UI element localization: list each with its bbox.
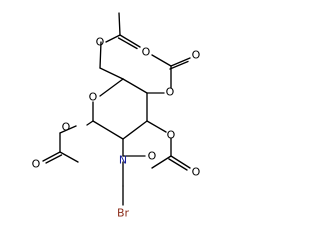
bond bbox=[170, 57, 191, 67]
chemical-structure: O O O O O O O O O N O Br bbox=[32, 12, 201, 220]
bond bbox=[151, 54, 172, 67]
bond bbox=[86, 120, 94, 126]
bond bbox=[45, 154, 63, 164]
bromine-label: Br bbox=[117, 207, 130, 220]
bond bbox=[169, 60, 189, 70]
bond bbox=[99, 41, 102, 69]
bond bbox=[118, 12, 121, 36]
bond bbox=[151, 155, 172, 169]
bond bbox=[170, 155, 191, 169]
ring-oxygen-label: O bbox=[89, 91, 98, 104]
carbonyl-oxygen-lower-right-label: O bbox=[192, 166, 201, 179]
bond bbox=[146, 120, 167, 133]
amide-carbonyl-oxygen-label: O bbox=[148, 150, 157, 163]
amide-nitrogen-label: N bbox=[119, 154, 127, 167]
ester-oxygen-top-label: O bbox=[96, 36, 105, 49]
bond bbox=[42, 151, 61, 162]
bond bbox=[99, 78, 124, 97]
bond bbox=[119, 34, 141, 48]
bond bbox=[122, 78, 148, 94]
ester-oxygen-lower-right-label: O bbox=[167, 129, 176, 142]
bond bbox=[168, 158, 188, 171]
bond-layer bbox=[42, 12, 191, 206]
bond bbox=[122, 120, 148, 140]
bond bbox=[59, 151, 79, 163]
atom-labels: O O O O O O O O O N O Br bbox=[32, 36, 201, 220]
ester-oxygen-right-label: O bbox=[166, 86, 175, 99]
bond bbox=[92, 120, 124, 140]
ester-oxygen-left-label: O bbox=[62, 121, 71, 134]
bond bbox=[105, 34, 121, 43]
bond bbox=[117, 37, 138, 50]
carbonyl-oxygen-top-label: O bbox=[142, 46, 151, 59]
bond bbox=[99, 67, 124, 80]
bond bbox=[59, 125, 77, 134]
carbonyl-oxygen-right-label: O bbox=[192, 49, 201, 62]
carbonyl-oxygen-left-label: O bbox=[32, 158, 41, 171]
